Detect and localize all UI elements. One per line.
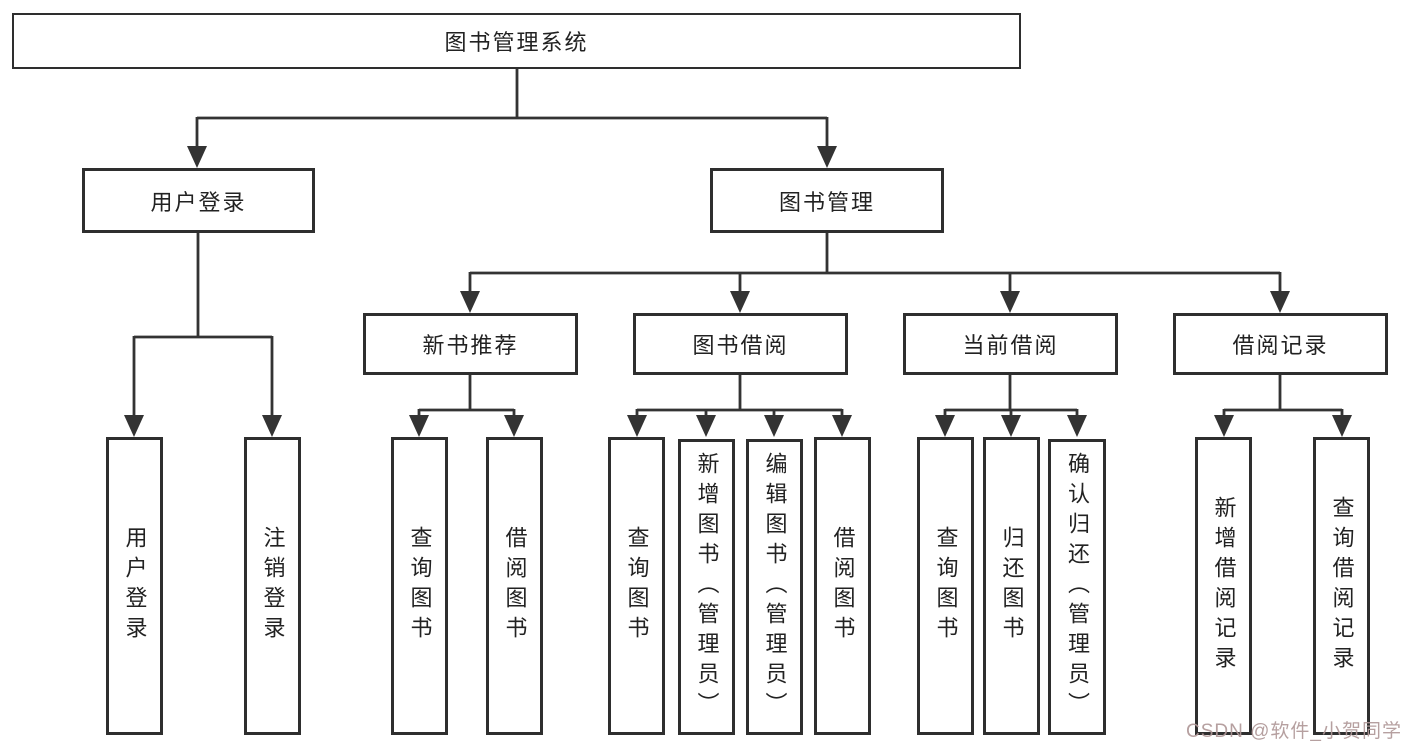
node-label: 当前借阅 [962,333,1059,358]
leaf-logout: 注销登录 [244,437,301,735]
node-label: 借阅图书 [830,526,856,646]
node-new-book-recommendation: 新书推荐 [363,313,578,375]
node-label: 查询图书 [407,526,433,646]
leaf-borrow-books-borrowing: 借阅图书 [814,437,871,735]
node-label: 新书推荐 [422,333,519,358]
leaf-borrow-books-recommend: 借阅图书 [486,437,543,735]
node-current-borrowing: 当前借阅 [903,313,1118,375]
node-label: 图书管理 [778,189,875,215]
node-book-borrowing: 图书借阅 [633,313,848,375]
node-label: 查询图书 [624,526,650,646]
node-label: 用户登录 [122,526,148,646]
leaf-query-borrow-record: 查询借阅记录 [1313,437,1370,735]
node-label: 借阅图书 [502,526,528,646]
node-label: 新增借阅记录 [1211,496,1237,676]
leaf-user-login: 用户登录 [106,437,163,735]
leaf-add-borrow-record: 新增借阅记录 [1195,437,1252,735]
leaf-confirm-return-admin: 确认归还（管理员） [1048,439,1106,735]
node-label: 图书借阅 [692,333,789,358]
node-label: 编辑图书（管理员） [762,452,788,722]
node-label: 查询借阅记录 [1329,496,1355,676]
node-borrowing-records: 借阅记录 [1173,313,1388,375]
node-book-management: 图书管理 [710,168,944,233]
leaf-return-books: 归还图书 [983,437,1040,735]
node-label: 借阅记录 [1232,333,1329,358]
node-label: 归还图书 [999,526,1025,646]
node-label: 用户登录 [150,189,247,215]
leaf-query-books-recommend: 查询图书 [391,437,448,735]
node-root: 图书管理系统 [12,13,1021,69]
leaf-query-books-current: 查询图书 [917,437,974,735]
node-label: 图书管理系统 [444,30,589,55]
watermark-text: CSDN @软件_小贺同学 [1186,721,1402,742]
leaf-query-books-borrowing: 查询图书 [608,437,665,735]
leaf-edit-books-admin: 编辑图书（管理员） [746,439,803,735]
node-label: 确认归还（管理员） [1065,452,1090,722]
node-label: 新增图书（管理员） [694,452,720,722]
node-label: 查询图书 [933,526,959,646]
node-label: 注销登录 [260,526,286,646]
leaf-add-books-admin: 新增图书（管理员） [678,439,735,735]
node-user-login: 用户登录 [82,168,315,233]
